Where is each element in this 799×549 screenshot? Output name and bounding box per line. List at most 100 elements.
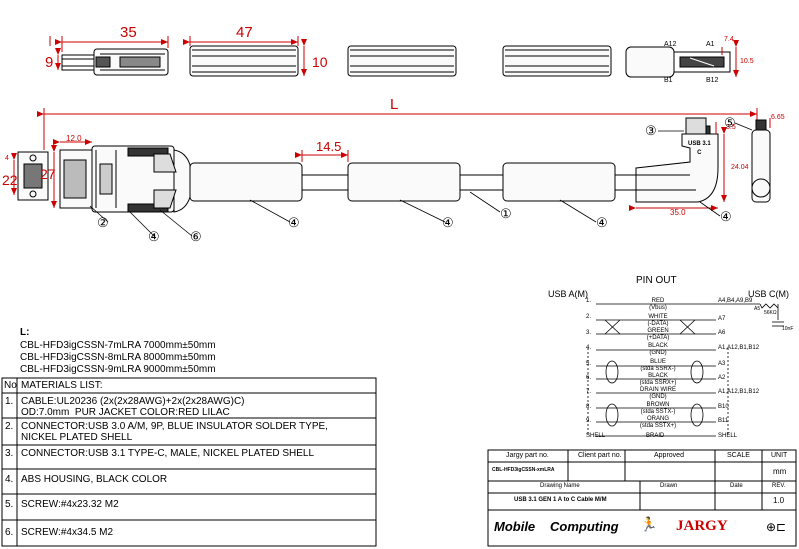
side-view	[17, 117, 771, 213]
pin-row-8-c: B10	[718, 404, 729, 410]
pinout-title: PIN OUT	[636, 275, 677, 286]
dim-35b: 35.0	[670, 208, 686, 217]
tb-h-drawing: Drawing Name	[540, 483, 580, 489]
length-line-8m: CBL-HFD3igCSSN-8mLRA 8000mm±50mm	[20, 352, 216, 363]
pin-a1: A1	[706, 41, 715, 48]
materials-header-no: No	[4, 380, 17, 391]
pin-row-3-wire: GREEN (+DATA)	[646, 328, 670, 341]
tb-h-unit: UNIT	[771, 452, 788, 459]
dim-7-4: 7.4	[724, 36, 734, 43]
tb-h-client: Client part no.	[578, 452, 622, 459]
logo-mobile: Mobile	[494, 519, 536, 534]
dim-35: 35	[120, 24, 137, 41]
dim-6-65: 6.65	[771, 114, 785, 121]
dim-L: L	[390, 96, 399, 113]
materials-row-5: SCREW:#4x23.32 M2	[21, 499, 119, 510]
materials-row-5-no: 5.	[5, 499, 14, 510]
dim-10-5: 10.5	[740, 58, 754, 65]
pin-row-8-wire: BROWN (stda SSTX-)	[640, 402, 676, 415]
pin-row-9-wire: ORANG (stda SSTX+)	[639, 416, 677, 429]
pin-row-1-a: 1.	[586, 298, 592, 304]
length-line-9m: CBL-HFD3igCSSN-9mLRA 9000mm±50mm	[20, 364, 216, 375]
pin-row-2-a: 2.	[586, 314, 592, 320]
materials-row-1-no: 1.	[5, 396, 14, 407]
tb-drawing-name: USB 3.1 GEN 1 A to C Cable M/M	[514, 497, 607, 503]
materials-row-4: ABS HOUSING, BLACK COLOR	[21, 474, 168, 485]
pin-row-10-c: SHELL	[718, 433, 738, 439]
pin-row-4-wire: BLACK (GND)	[648, 343, 668, 356]
top-view	[61, 45, 731, 78]
dim-12: 12.0	[66, 134, 82, 143]
tb-rev: 1.0	[773, 496, 785, 505]
titleblock-grid	[487, 449, 797, 547]
tb-part-no: CBL-HFD3igCSSN-xmLRA	[492, 467, 555, 473]
dim-3-5: 3.5	[726, 124, 736, 131]
dim-22: 22	[2, 172, 18, 188]
materials-row-1: CABLE:UL20236 (2x(2x28AWG)+2x(2x28AWG)C)…	[21, 396, 245, 418]
callout-4d: ④	[596, 215, 608, 230]
dim-9: 9	[45, 54, 54, 71]
tb-h-rev: REV.	[772, 483, 786, 489]
pin-row-5-c: A3	[718, 361, 726, 367]
pin-row-7-c: A1,A12,B1,B12	[718, 389, 760, 395]
callout-4a: ④	[148, 229, 160, 244]
pin-row-3-a: 3.	[586, 330, 592, 336]
pinout-right-header: USB C(M)	[748, 289, 789, 299]
length-line-7m: CBL-HFD3igCSSN-7mLRA 7000mm±50mm	[20, 340, 216, 351]
pinout-wiring	[587, 303, 784, 437]
callout-3: ③	[645, 123, 657, 138]
runner-icon: 🏃	[640, 516, 658, 532]
materials-row-6-no: 6.	[5, 527, 14, 538]
pin-a12: A12	[664, 41, 677, 48]
pin-row-3-c: A6	[718, 330, 726, 336]
materials-row-3: CONNECTOR:USB 3.1 TYPE-C, MALE, NICKEL P…	[21, 448, 315, 459]
callout-leaders	[89, 122, 753, 237]
tb-unit: mm	[773, 467, 787, 476]
pinout-a5: A5	[754, 306, 761, 312]
dim-10: 10	[312, 54, 328, 70]
pin-row-9-a: 9.	[586, 418, 592, 424]
pin-row-4-c: A1,A12,B1,B12	[718, 345, 760, 351]
tb-h-date: Date	[730, 483, 743, 489]
pin-row-9-c: B11	[718, 418, 729, 424]
top-dimensions	[49, 36, 739, 77]
materials-row-4-no: 4.	[5, 474, 14, 485]
materials-row-3-no: 3.	[5, 448, 14, 459]
pin-row-6-c: A2	[718, 375, 726, 381]
callout-5: ⑤	[724, 115, 736, 130]
pin-b12: B12	[706, 77, 719, 84]
pin-row-5-a: 5.	[586, 361, 592, 367]
materials-header-title: MATERIALS LIST:	[21, 380, 103, 391]
dim-47: 47	[236, 24, 253, 41]
connector-marking: USB 3.1 C	[688, 141, 711, 156]
pinout-cap: 10nF	[782, 326, 794, 332]
tb-h-scale: SCALE	[727, 452, 750, 459]
pin-row-6-wire: BLACK (stda SSRX+)	[639, 373, 677, 386]
callout-2: ②	[97, 215, 109, 230]
materials-row-2: CONNECTOR:USB 3.0 A/M, 9P, BLUE INSULATO…	[21, 421, 328, 443]
logo-computing: Computing	[550, 519, 619, 534]
callout-4e: ④	[720, 209, 732, 224]
dim-24: 24.04	[731, 164, 749, 171]
callout-4c: ④	[442, 215, 454, 230]
pin-row-10-a: SHELL	[586, 433, 606, 439]
callout-1: ①	[500, 206, 512, 221]
materials-row-2-no: 2.	[5, 421, 14, 432]
pinout-left-header: USB A(M)	[548, 289, 589, 299]
dim-14-5: 14.5	[316, 139, 342, 154]
side-dimensions	[11, 118, 771, 211]
pinout-res: 56KΩ	[764, 310, 777, 316]
pin-row-4-a: 4.	[586, 345, 592, 351]
tb-h-drawn: Drawn	[660, 483, 678, 489]
pin-row-1-c: A4,B4,A9,B9	[718, 298, 753, 304]
pin-row-8-a: 8.	[586, 404, 592, 410]
callout-6: ⑥	[190, 229, 202, 244]
pin-row-2-wire: WHITE (-DATA)	[647, 314, 669, 327]
projection-symbol-icon: ⊕⊏	[766, 520, 787, 534]
logo-jargy: JARGY	[676, 518, 728, 534]
length-heading: L:	[20, 327, 30, 338]
callout-4b: ④	[288, 215, 300, 230]
pin-row-1-wire: RED (Vbus)	[649, 298, 667, 311]
pin-row-6-a: 6.	[586, 375, 592, 381]
